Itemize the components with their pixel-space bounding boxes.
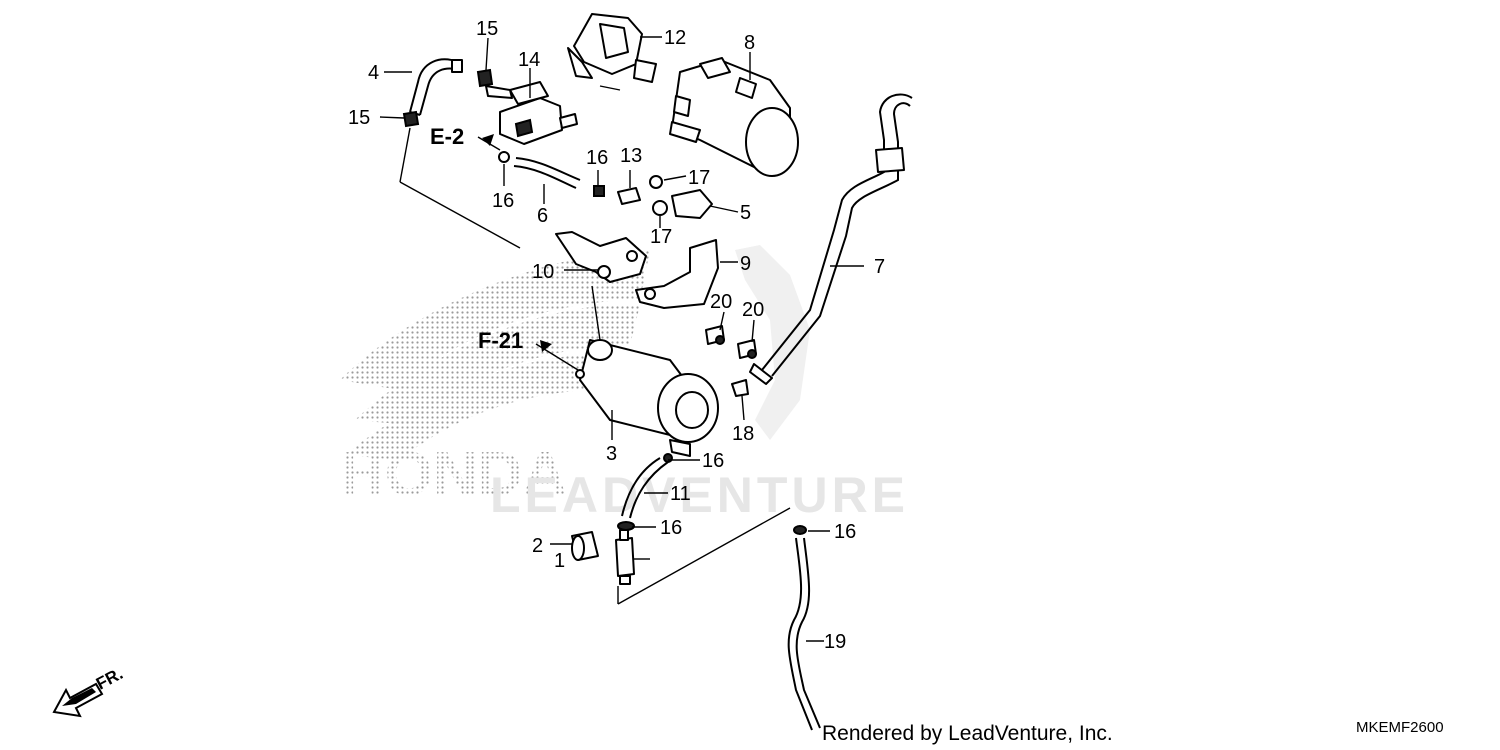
hose-7[interactable] (749, 93, 913, 385)
section-ref-e2[interactable]: E-2 (430, 124, 494, 149)
hose-11[interactable] (621, 457, 669, 519)
hose-6[interactable] (513, 157, 581, 189)
section-ref-f21[interactable]: F-21 (478, 328, 552, 353)
callout-15b: 15 (348, 107, 370, 129)
callout-16c: 16 (702, 450, 724, 472)
brand-watermark: HONDA (340, 440, 567, 509)
callout-10: 10 (532, 261, 554, 283)
clamp-16e[interactable] (793, 525, 807, 535)
callout-20b: 20 (742, 299, 764, 321)
callout-18: 18 (732, 423, 754, 445)
evap-canister-3[interactable] (575, 339, 719, 457)
bracket-12[interactable] (567, 13, 657, 91)
bracket-9[interactable] (635, 239, 719, 309)
honda-wing-watermark: HONDA (340, 250, 650, 509)
callout-16e: 16 (834, 521, 856, 543)
ref-f21-label: F-21 (478, 328, 523, 353)
callout-14: 14 (518, 49, 540, 71)
hose-clip-15b[interactable] (402, 110, 420, 128)
callout-5: 5 (740, 202, 751, 224)
clip-18[interactable] (731, 379, 749, 397)
cap-5[interactable] (671, 189, 713, 219)
callout-6: 6 (537, 205, 548, 227)
clip-17b[interactable] (652, 200, 668, 216)
callout-12: 12 (664, 27, 686, 49)
canister-cover-8[interactable] (669, 57, 799, 177)
callout-2: 2 (532, 535, 543, 557)
hose-clip-15a[interactable] (476, 68, 494, 88)
callout-19: 19 (824, 631, 846, 653)
callout-11: 11 (670, 483, 691, 505)
callout-20a: 20 (710, 291, 732, 313)
callout-16b: 16 (492, 190, 514, 212)
clamp-16d[interactable] (617, 521, 635, 531)
clamp-16a[interactable] (498, 151, 510, 163)
callout-4: 4 (368, 62, 379, 84)
callout-9: 9 (740, 253, 751, 275)
bracket-10[interactable] (555, 231, 647, 283)
drain-hose-19[interactable] (787, 537, 821, 731)
leader-lines (379, 36, 864, 642)
callout-7: 7 (874, 256, 885, 278)
callout-16a: 16 (586, 147, 608, 169)
ref-e2-label: E-2 (430, 124, 464, 149)
leadventure-watermark: LEADVENTURE (490, 467, 909, 523)
clamp-16c[interactable] (663, 453, 673, 463)
cap-2[interactable] (571, 531, 599, 561)
front-direction-indicator: FR. (52, 664, 126, 718)
callouts: 1 2 3 4 5 6 7 8 9 10 11 12 13 14 15 15 1… (348, 18, 885, 653)
callout-13: 13 (620, 145, 642, 167)
callout-3: 3 (606, 443, 617, 465)
joint-1[interactable] (615, 529, 635, 585)
callout-8: 8 (744, 32, 755, 54)
callout-17b: 17 (650, 226, 672, 248)
clip-17a[interactable] (649, 175, 663, 189)
hose-elbow-4[interactable] (409, 58, 463, 116)
callout-1: 1 (554, 550, 565, 572)
callout-17a: 17 (688, 167, 710, 189)
purge-valve-14[interactable] (485, 81, 578, 145)
rendered-by-credit: Rendered by LeadVenture, Inc. (822, 722, 1113, 745)
callout-16d: 16 (660, 517, 682, 539)
diagram-code: MKEMF2600 (1356, 719, 1444, 736)
callout-15a: 15 (476, 18, 498, 40)
bolt-20b[interactable] (737, 339, 757, 359)
joint-13[interactable] (617, 170, 641, 205)
bolt-20a[interactable] (705, 325, 725, 345)
wing-emblem-watermark (735, 245, 810, 440)
clamp-16b[interactable] (593, 185, 605, 197)
